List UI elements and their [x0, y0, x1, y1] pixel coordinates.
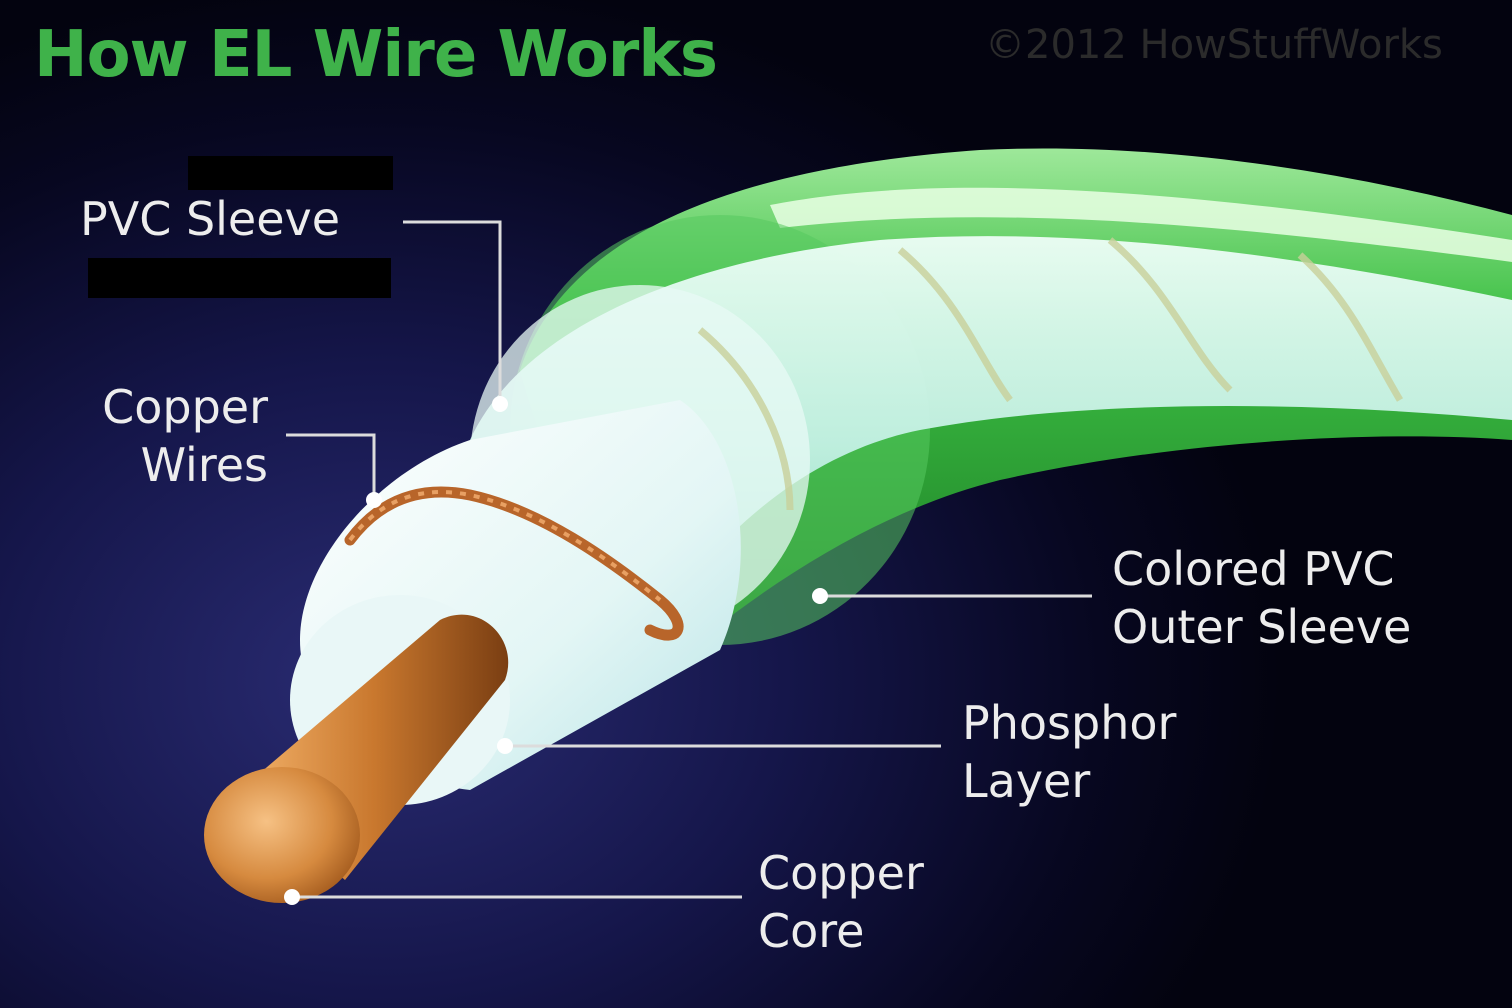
label-colored-pvc-line2: Outer Sleeve: [1112, 600, 1412, 654]
label-copper-wires-line2: Wires: [140, 438, 268, 492]
copper-wires-twist: [348, 490, 662, 602]
redaction-bar-bottom: [88, 258, 391, 298]
leader-dots: [284, 396, 828, 905]
leader-pvc-sleeve: [403, 220, 502, 402]
leader-copper-wires: [286, 433, 376, 500]
leader-lines: [286, 220, 1092, 899]
dot-copper-core: [284, 889, 300, 905]
copyright-watermark: ©2012 HowStuffWorks: [985, 22, 1443, 68]
dot-colored-pvc: [812, 588, 828, 604]
label-colored-pvc: Colored PVC Outer Sleeve: [1112, 540, 1411, 656]
dot-pvc-sleeve: [492, 396, 508, 412]
dot-phosphor: [497, 738, 513, 754]
dot-copper-wires: [366, 492, 382, 508]
sleeve-wire-pattern: [697, 237, 1404, 511]
copper-core-end: [204, 767, 360, 903]
label-copper-wires-line1: Copper: [102, 380, 268, 434]
diagram-title: How EL Wire Works: [34, 18, 718, 92]
outer-sleeve-highlight: [770, 187, 1512, 262]
label-copper-wires: Copper Wires: [80, 378, 268, 494]
label-pvc-sleeve-text: PVC Sleeve: [80, 192, 341, 246]
label-pvc-sleeve: PVC Sleeve: [80, 190, 340, 248]
redaction-bar-top: [188, 156, 393, 190]
label-phosphor-line1: Phosphor: [962, 696, 1177, 750]
label-copper-core: Copper Core: [758, 844, 924, 960]
label-copper-core-line2: Core: [758, 904, 865, 958]
label-phosphor: Phosphor Layer: [962, 694, 1176, 810]
label-phosphor-line2: Layer: [962, 754, 1091, 808]
copper-wires-shape: [344, 486, 684, 641]
label-colored-pvc-line1: Colored PVC: [1112, 542, 1395, 596]
label-copper-core-line1: Copper: [758, 846, 924, 900]
